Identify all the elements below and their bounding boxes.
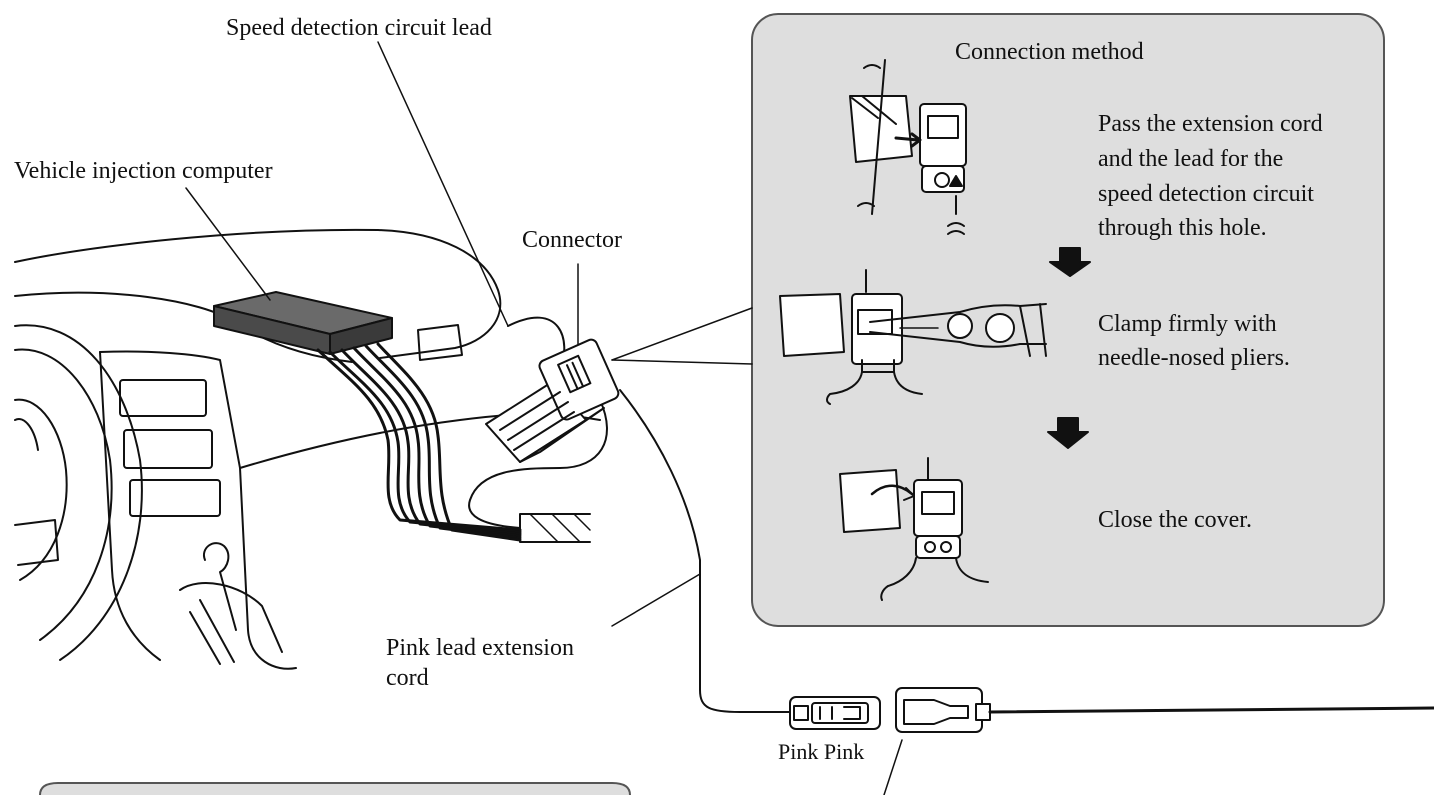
step1-line3: speed detection circuit: [1098, 181, 1314, 207]
injection-leader: [185, 187, 271, 301]
gear-boot: [189, 599, 235, 665]
bottom-panel-partial: [39, 782, 631, 795]
pink-pink-label: Pink Pink: [778, 739, 865, 764]
pink-ext-leader: [611, 573, 701, 627]
harness-sheath: [519, 513, 591, 543]
connection-method-panel: [751, 13, 1385, 627]
step2-illustration: [779, 269, 1047, 405]
arrow-down-1: [1049, 247, 1091, 277]
callout-line-bottom: [611, 359, 753, 365]
pink-extension-label-line2: cord: [386, 665, 429, 691]
dash-vent-a: [14, 418, 39, 451]
callout-line-top: [611, 307, 753, 361]
console-side: [99, 351, 161, 661]
output-wire: [988, 706, 1434, 714]
speed-lead-label: Speed detection circuit lead: [226, 15, 492, 41]
wire-harness: [316, 342, 522, 542]
arrow-down-2: [1047, 417, 1089, 449]
step1-line4: through this hole.: [1098, 215, 1267, 241]
connection-method-title: Connection method: [955, 39, 1144, 65]
scotchlok-connector: [485, 338, 620, 463]
speed-lead-leader: [377, 41, 509, 327]
loop-wire: [468, 399, 608, 529]
console-panel-1: [119, 379, 207, 417]
injection-computer-label: Vehicle injection computer: [14, 158, 273, 184]
vent-upper: [417, 324, 463, 361]
step1-illustration: [849, 59, 967, 235]
connector-label: Connector: [522, 227, 622, 253]
pink-connector-female: [789, 696, 881, 730]
gear-lever: [202, 542, 237, 631]
console-panel-3: [129, 479, 221, 517]
step1-line2: and the lead for the: [1098, 146, 1284, 172]
step2-line2: needle-nosed pliers.: [1098, 345, 1290, 371]
pink-connector-male: [895, 687, 991, 733]
gear-base: [179, 582, 283, 653]
steering-wheel-inner: [14, 348, 113, 641]
console-outline: [99, 350, 297, 670]
dashboard-outline: [14, 228, 502, 359]
steering-wheel-hub: [14, 398, 68, 581]
step3-line1: Close the cover.: [1098, 507, 1252, 533]
dash-vent-b: [14, 519, 59, 566]
step1-line1: Pass the extension cord: [1098, 111, 1323, 137]
pink-extension-label-line1: Pink lead extension: [386, 635, 574, 661]
step2-line1: Clamp firmly with: [1098, 311, 1277, 337]
console-panel-2: [123, 429, 213, 469]
steering-wheel-outer: [14, 324, 143, 661]
step3-illustration: [839, 457, 989, 601]
pink-extension-wire: [619, 389, 793, 713]
harness-hatching: [529, 513, 591, 543]
pink-pink-leader: [883, 739, 903, 795]
